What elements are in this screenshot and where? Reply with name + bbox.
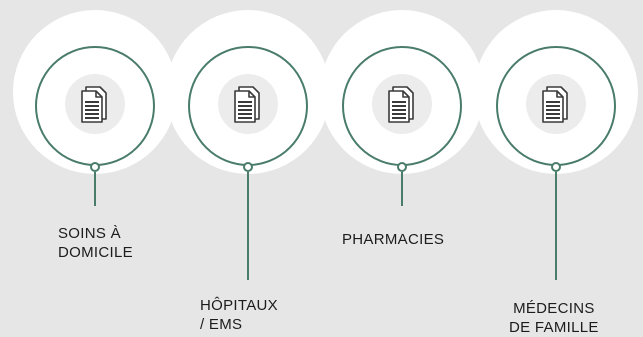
label-soins-a-domicile: SOINS À DOMICILE (58, 225, 133, 261)
label-hopitaux-ems: HÔPITAUX / EMS (200, 297, 278, 333)
connector-line (94, 172, 96, 206)
connector-line (555, 172, 557, 280)
label-medecins-de-famille: MÉDECINS DE FAMILLE (509, 300, 599, 336)
document-stack-icon (526, 74, 586, 134)
connector-knob (397, 162, 407, 172)
connector-line (401, 172, 403, 206)
connector-knob (551, 162, 561, 172)
connector-knob (90, 162, 100, 172)
document-stack-icon (65, 74, 125, 134)
document-stack-icon (372, 74, 432, 134)
connector-knob (243, 162, 253, 172)
connector-line (247, 172, 249, 280)
document-stack-icon (218, 74, 278, 134)
label-pharmacies: PHARMACIES (342, 231, 445, 248)
